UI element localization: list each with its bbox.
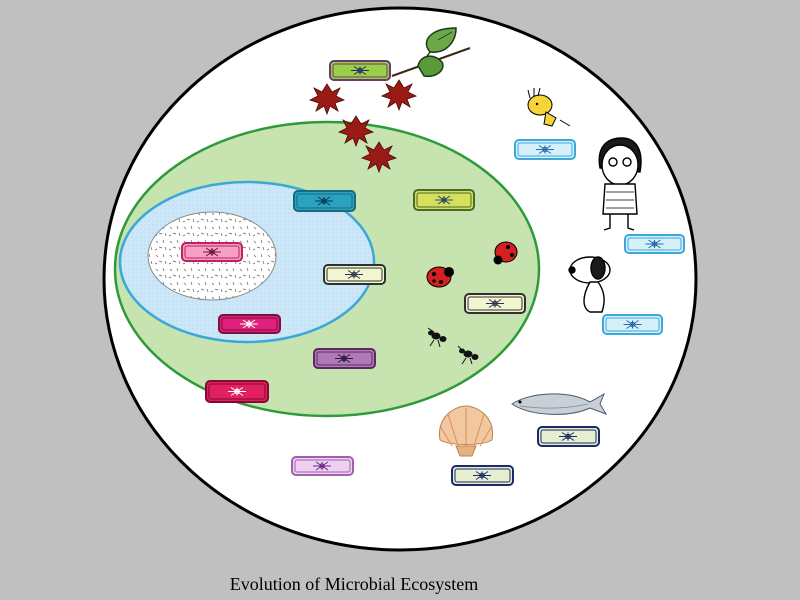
tag-blue-magenta: [218, 314, 281, 334]
ant-icon: [427, 327, 479, 365]
dog-character-icon: [568, 256, 611, 313]
bird-icon: [527, 87, 571, 127]
tree-branch-icon: [391, 27, 471, 78]
tag-outer-cyan-2: [624, 234, 685, 254]
fish-icon: [511, 392, 608, 415]
tag-outer-navy-1: [537, 426, 600, 447]
tag-green-cream-2: [464, 293, 526, 314]
tag-outer-cyan-3: [602, 314, 663, 335]
seashell-icon: [439, 405, 493, 457]
tag-green-yellowlime: [413, 189, 475, 211]
maple-leaf-icon: [308, 79, 418, 174]
tag-outer-lavender: [291, 456, 354, 476]
girl-character-icon: [598, 137, 642, 231]
tag-green-teal: [293, 190, 356, 212]
diagram-caption: Evolution of Microbial Ecosystem: [229, 574, 479, 594]
tag-outer-cyan-1: [514, 139, 576, 160]
tag-core-pink: [181, 242, 243, 262]
ladybug-icon: [426, 241, 518, 288]
tag-green-crimson: [205, 380, 269, 403]
tag-outer-navy-2: [451, 465, 514, 486]
tag-outer-lime: [329, 60, 391, 81]
tag-green-purple: [313, 348, 376, 369]
tag-green-cream: [323, 264, 386, 285]
